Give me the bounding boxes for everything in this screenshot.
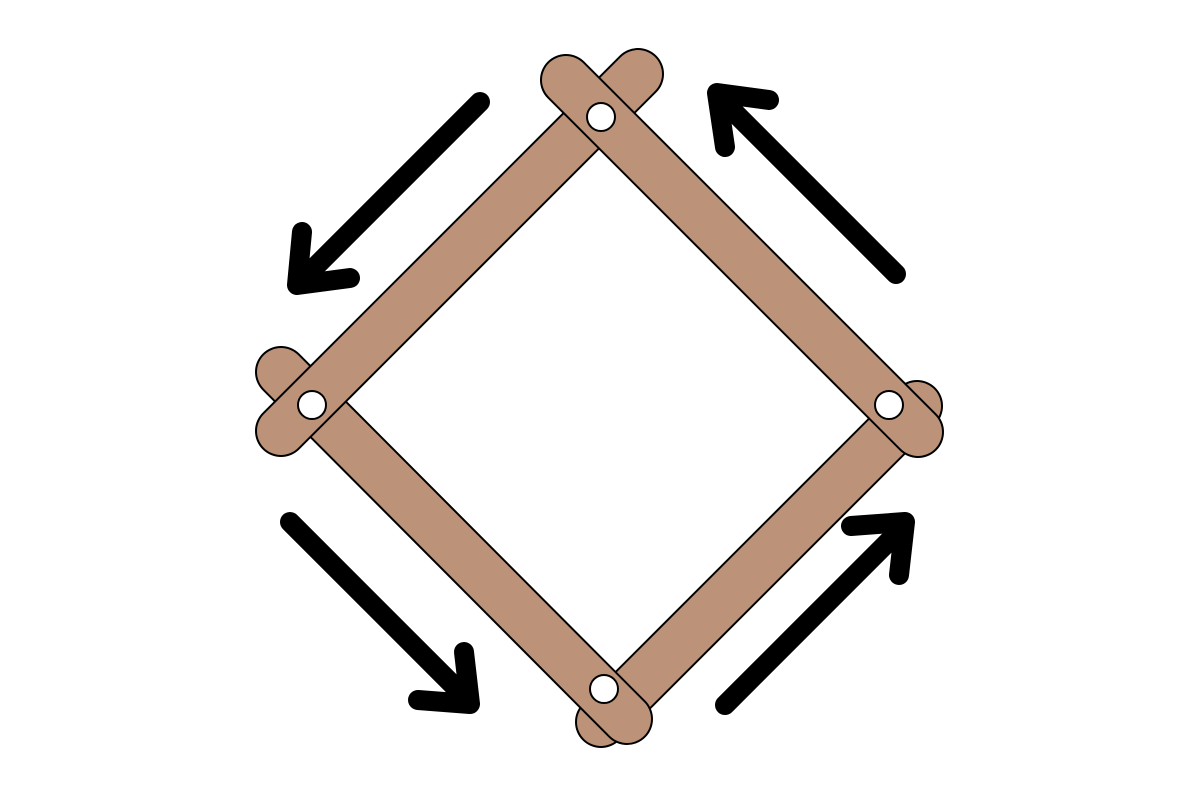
- arrow-bottom-right: [715, 512, 915, 715]
- pivot-right: [874, 390, 904, 420]
- bar-bottom-right: [575, 380, 943, 748]
- bar-top-right: [540, 54, 944, 458]
- arrow-bottom-left: [280, 512, 480, 714]
- pivot-top: [586, 102, 616, 132]
- arrow-top-left: [287, 92, 490, 295]
- pivot-left: [297, 390, 327, 420]
- arrow-top-right: [707, 83, 906, 284]
- bar-bottom-left: [255, 346, 653, 745]
- bar-top-left: [255, 48, 664, 457]
- pivot-bottom: [589, 674, 619, 704]
